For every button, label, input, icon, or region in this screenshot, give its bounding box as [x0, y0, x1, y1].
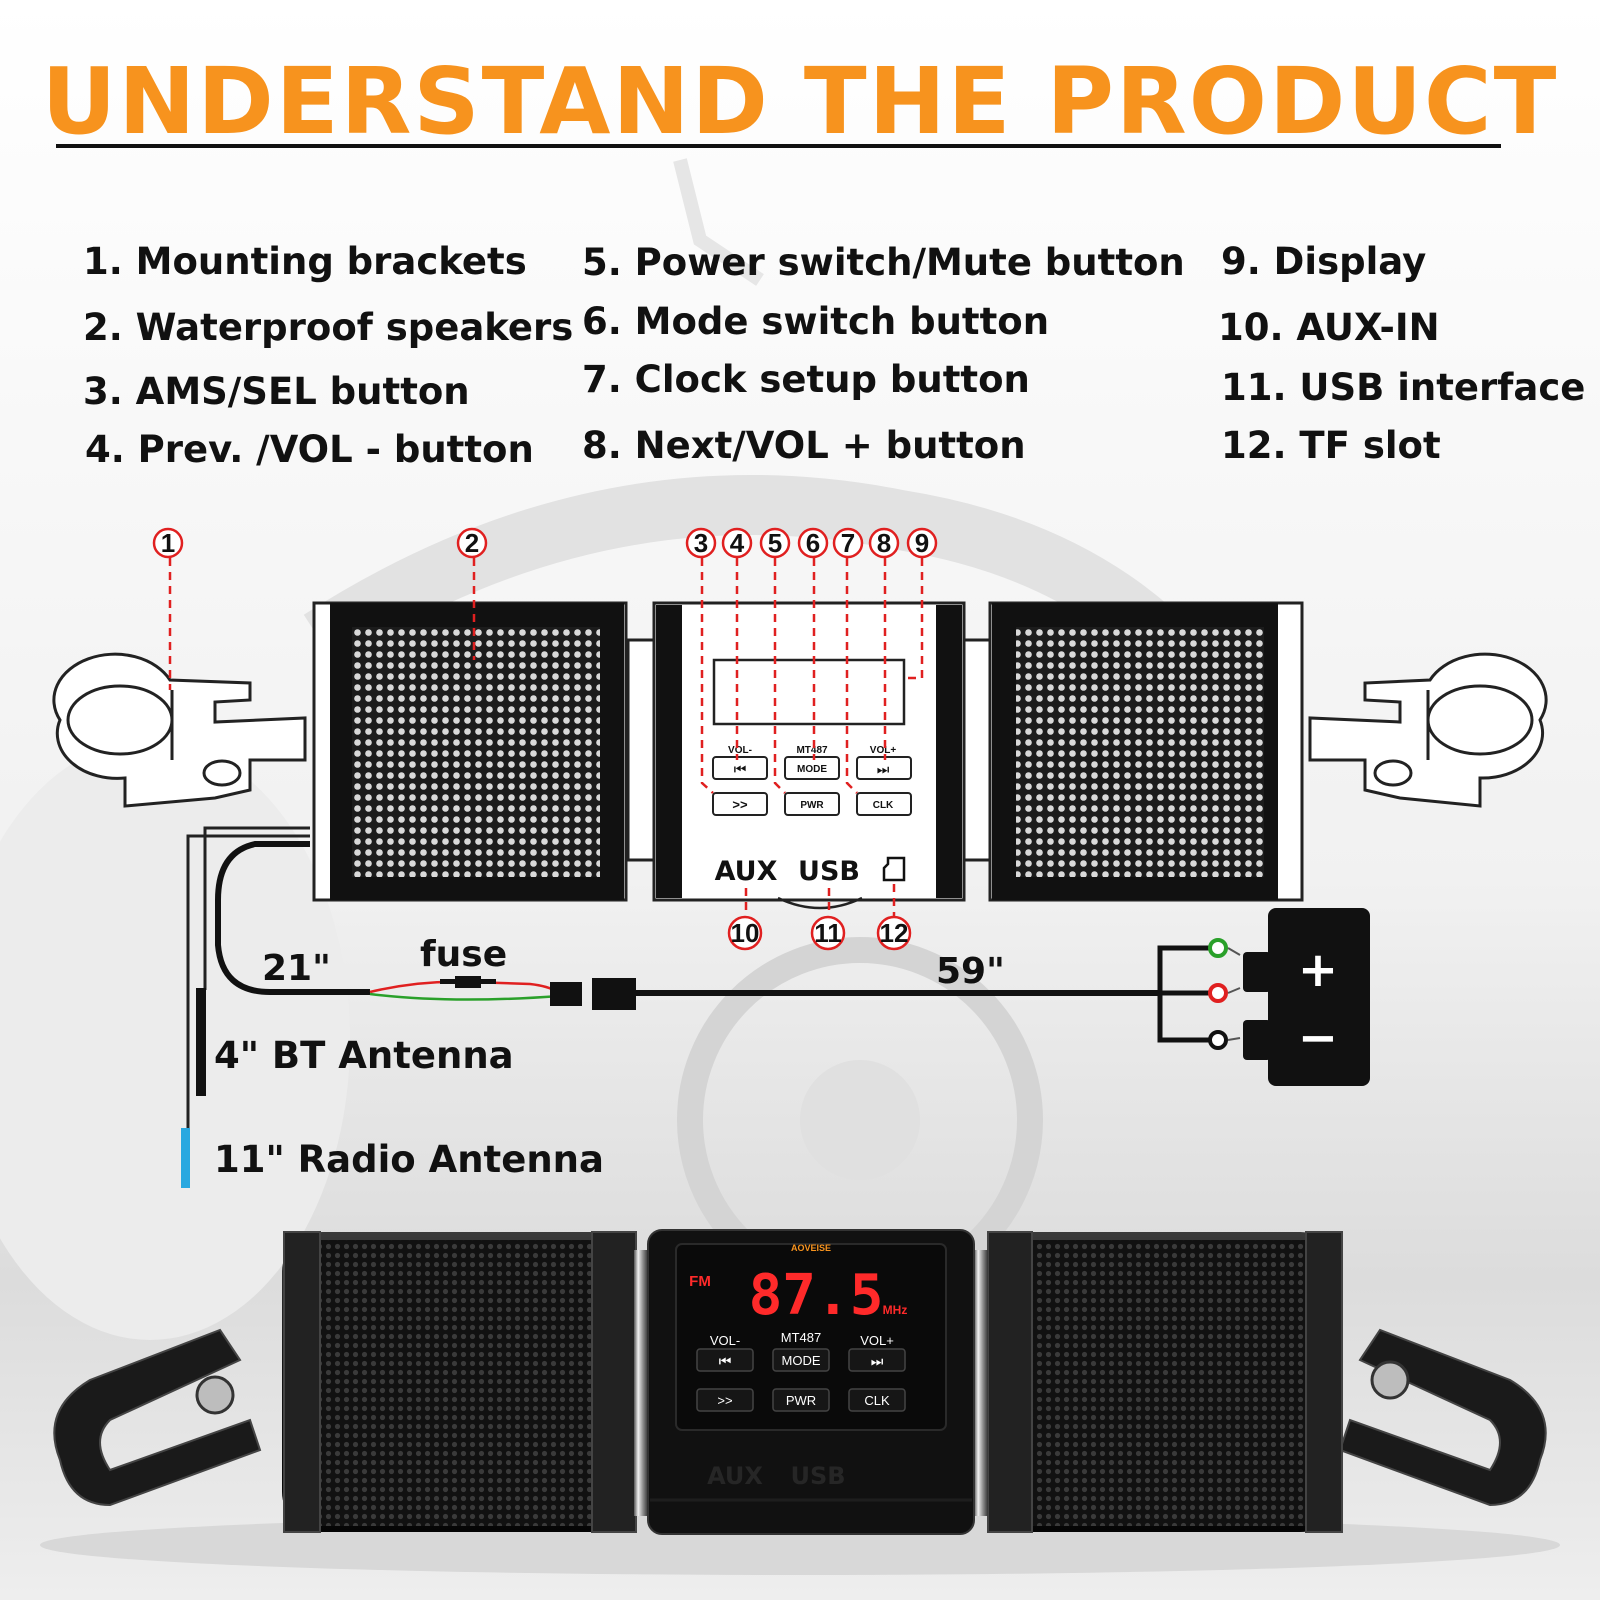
panel-buttons: VOL- MT487 VOL+ ⏮ MODE ⏭ >> PWR CLK AUX …: [712, 745, 912, 887]
length-59-label: 59": [936, 951, 1005, 992]
product-photo: AOVEISE FM 87.5 MHz VOL- MT487 VOL+ ⏮ MO…: [40, 1229, 1560, 1575]
callout-10: 10: [731, 918, 760, 948]
legend-item-10: 10. AUX-IN: [1218, 306, 1440, 349]
photo-next-button[interactable]: [848, 1348, 906, 1372]
callout-1: 1: [161, 528, 175, 558]
label-model: MT487: [796, 745, 828, 756]
photo-skip-label: >>: [717, 1393, 732, 1408]
legend-item-4: 4. Prev. /VOL - button: [85, 428, 534, 471]
radio-antenna-bar: [181, 1128, 190, 1188]
legend-item-12: 12. TF slot: [1221, 424, 1441, 467]
battery-minus: −: [1298, 1010, 1338, 1066]
callout-8: 8: [877, 528, 891, 558]
usb-port-label: USB: [798, 856, 860, 887]
battery-plus: +: [1298, 942, 1338, 998]
length-21-label: 21": [262, 948, 331, 989]
legend-item-2: 2. Waterproof speakers: [83, 306, 574, 349]
left-speaker: [312, 601, 628, 902]
photo-ams-sel-button[interactable]: [696, 1388, 754, 1412]
bt-antenna-bar: [196, 988, 206, 1096]
photo-prev-icon: ⏮: [719, 1353, 732, 1369]
aux-port-label: AUX: [715, 856, 778, 887]
fuse-label: fuse: [420, 934, 507, 975]
photo-mode-button[interactable]: [772, 1348, 830, 1372]
photo-clk-label: CLK: [864, 1393, 890, 1408]
callout-3: 3: [694, 528, 708, 558]
right-speaker: [988, 601, 1304, 902]
connector-b: [592, 978, 636, 1010]
left-mounting-bracket: [52, 652, 307, 808]
label-vol-minus: VOL-: [728, 745, 752, 756]
title-underline: [56, 144, 1501, 148]
head-unit: [652, 601, 966, 910]
callout-2: 2: [465, 528, 479, 558]
bt-antenna-label: 4" BT Antenna: [214, 1034, 514, 1077]
legend-item-6: 6. Mode switch button: [582, 300, 1050, 343]
ams-sel-label: >>: [732, 797, 748, 812]
prev-icon: ⏮: [734, 761, 747, 777]
connector-a: [550, 982, 582, 1006]
callout-markers: 1 2 3 4 5 6 7 8 9 10 11 12: [152, 527, 938, 951]
photo-power-button[interactable]: [772, 1388, 830, 1412]
right-coupler: [962, 638, 992, 862]
mode-button[interactable]: [784, 756, 840, 780]
callout-9: 9: [915, 528, 929, 558]
callout-6: 6: [806, 528, 820, 558]
legend-item-8: 8. Next/VOL + button: [582, 424, 1026, 467]
ams-sel-button[interactable]: [712, 792, 768, 816]
photo-unit: MHz: [883, 1303, 908, 1317]
legend-item-9: 9. Display: [1221, 240, 1427, 283]
power-button[interactable]: [784, 792, 840, 816]
legend-item-1: 1. Mounting brackets: [83, 240, 527, 283]
right-mounting-bracket: [1308, 652, 1548, 808]
legend-item-5: 5. Power switch/Mute button: [582, 241, 1185, 284]
legend-item-7: 7. Clock setup button: [582, 358, 1030, 401]
prev-button[interactable]: [712, 756, 768, 780]
callout-4: 4: [730, 528, 745, 558]
black-terminal-ring: [1208, 1030, 1228, 1050]
red-terminal-ring: [1208, 983, 1228, 1003]
callout-5: 5: [768, 528, 782, 558]
display-outline: [712, 658, 906, 726]
radio-antenna-label: 11" Radio Antenna: [214, 1138, 604, 1181]
legend-item-11: 11. USB interface: [1221, 366, 1586, 409]
photo-aux-label: AUX: [707, 1462, 763, 1490]
photo-usb-label: USB: [790, 1462, 845, 1490]
clk-label: CLK: [873, 800, 894, 811]
photo-brand: AOVEISE: [791, 1243, 831, 1253]
page-title: UNDERSTAND THE PRODUCT: [41, 48, 1559, 155]
label-vol-plus: VOL+: [870, 745, 897, 756]
photo-model: MT487: [781, 1330, 821, 1345]
photo-prev-button[interactable]: [696, 1348, 754, 1372]
photo-pwr-label: PWR: [786, 1393, 816, 1408]
photo-vol-minus: VOL-: [710, 1333, 740, 1348]
tf-slot-icon: [882, 856, 906, 882]
callout-11: 11: [814, 918, 842, 948]
green-terminal-ring: [1208, 938, 1228, 958]
mode-label: MODE: [797, 764, 827, 775]
photo-band: FM: [689, 1273, 711, 1290]
photo-mode-label: MODE: [782, 1353, 821, 1368]
photo-clock-button[interactable]: [848, 1388, 906, 1412]
pwr-label: PWR: [800, 800, 824, 811]
callout-7: 7: [841, 528, 855, 558]
callout-leaders: [168, 558, 924, 918]
left-coupler: [626, 638, 656, 862]
clock-button[interactable]: [856, 792, 912, 816]
wiring: [186, 826, 1212, 1130]
photo-frequency: 87.5: [749, 1263, 884, 1328]
battery: + −: [1243, 908, 1370, 1086]
photo-vol-plus: VOL+: [860, 1333, 894, 1348]
photo-next-icon: ⏭: [871, 1353, 884, 1369]
next-icon: ⏭: [877, 761, 890, 777]
callout-12: 12: [880, 918, 909, 948]
legend-item-3: 3. AMS/SEL button: [83, 370, 470, 413]
